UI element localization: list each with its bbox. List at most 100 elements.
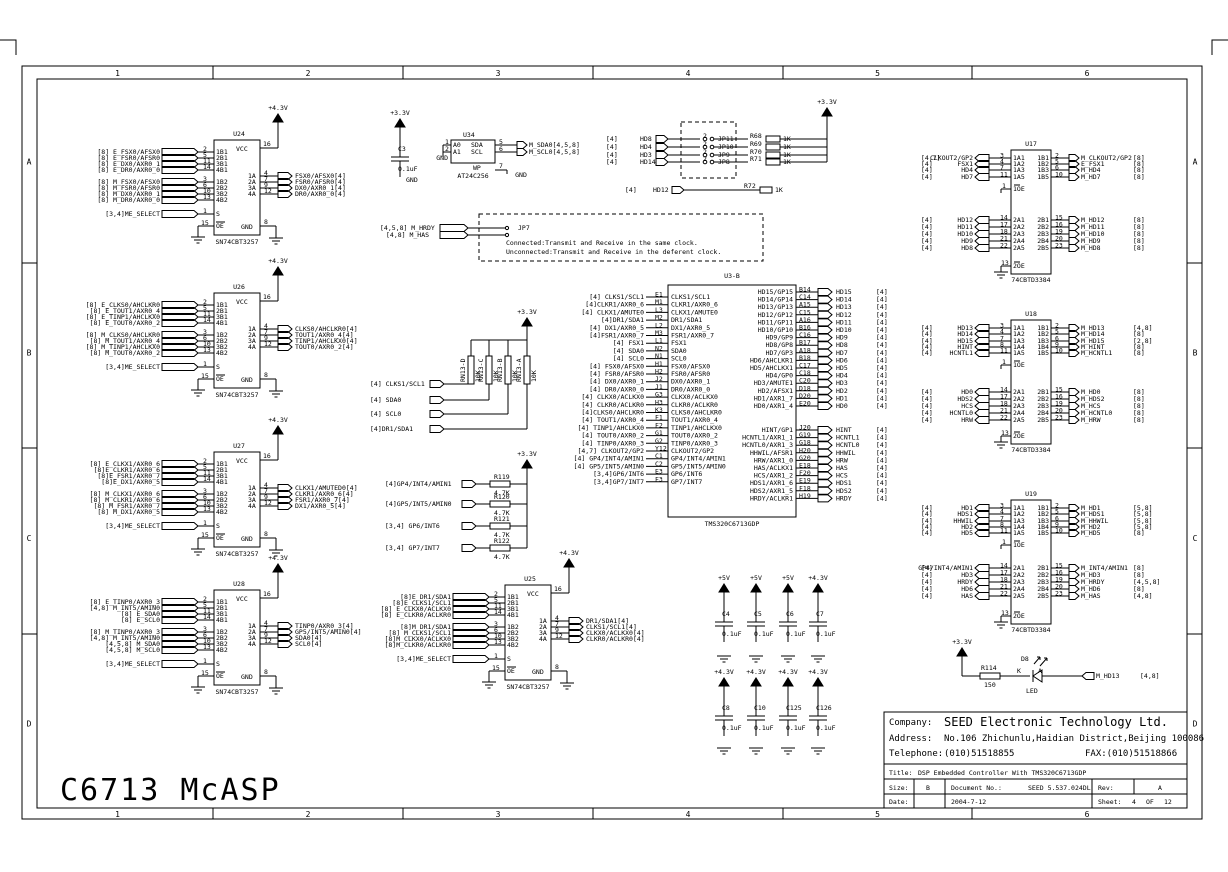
- net-tag: [4]: [921, 337, 933, 345]
- pin-number: 21: [1000, 583, 1008, 591]
- port-flag: [1068, 592, 1080, 600]
- dsp-net: [4] TOUT1/AXR0_4: [581, 416, 644, 424]
- pin-number: 4: [1000, 158, 1004, 166]
- pin-number: 13: [494, 638, 502, 646]
- resistor-body: [979, 672, 1001, 680]
- port-flag: [974, 395, 990, 403]
- ic-u17-part: 74CBTD3384: [1011, 276, 1050, 284]
- pin-number: 3: [1000, 502, 1004, 510]
- port-flag: [1068, 402, 1080, 410]
- net--8-m-clkx1-axr0-6: [8] M_CLKX1/AXR0_6: [90, 490, 161, 498]
- pin-name: 2B2: [216, 184, 228, 192]
- pin-number: 6: [1055, 164, 1059, 172]
- dsp-signal: DR1/SDA1: [671, 316, 702, 324]
- pin-number: 9: [264, 181, 268, 189]
- pin-name: 2A3: [1013, 230, 1025, 238]
- ic-u18-body: [1010, 319, 1052, 445]
- port-flag: [817, 426, 833, 434]
- port-flag: [817, 295, 833, 304]
- port-flag: [1081, 672, 1095, 680]
- net-tag: [4]: [921, 223, 933, 231]
- pin-name: 2A4: [1013, 585, 1025, 593]
- port-flag: [161, 349, 199, 357]
- net--8-e-tout1-axr0-4: [8] E_TOUT1/AXR0_4: [90, 307, 161, 315]
- rgp-net: [3,4] GP7/INT7: [385, 544, 440, 552]
- pin-number: 3: [203, 487, 207, 495]
- buf-in-net: FSX1: [957, 160, 973, 168]
- pin-name: 2A1: [1013, 388, 1025, 396]
- pin-name: 1B2: [1037, 160, 1049, 168]
- pin-number: 5: [494, 596, 498, 604]
- dsp-net: [4] FSX0/AFSX0: [589, 362, 644, 370]
- pin-number: 3: [494, 620, 498, 628]
- ic-u24-power-label: +4.3V: [268, 104, 288, 112]
- pin-name: 1OE: [1013, 361, 1025, 369]
- pin-name: 1A2: [1013, 510, 1025, 518]
- pin-number: 14: [1000, 214, 1008, 222]
- dsp-net: HINT: [836, 426, 852, 434]
- pin-name: 2A: [248, 490, 256, 498]
- net-clks0-ahclkr0-4-: CLKS0/AHCLKR0[4]: [295, 325, 358, 333]
- port-flag: [277, 190, 293, 198]
- resistor-body: [489, 522, 511, 530]
- dsp-signal: HDS1/AXR1_6: [750, 479, 793, 487]
- frame-col-1: 1: [115, 69, 120, 78]
- me-select-net: [3,4]ME_SELECT: [105, 210, 160, 218]
- ic-u27-power-arrow-icon: [272, 425, 284, 435]
- pin-name: 2B4: [1037, 237, 1049, 245]
- docno-value: SEED 5.537.024DL: [1028, 784, 1091, 792]
- ground-icon: [269, 390, 283, 398]
- pin-name: 2B4: [1037, 585, 1049, 593]
- net-tag: [4]: [876, 449, 888, 457]
- buf-in-net: HD15: [957, 337, 973, 345]
- dsp-ball: G19: [799, 431, 811, 439]
- net-tag: [4]: [876, 303, 888, 311]
- port-flag: [974, 166, 990, 174]
- dsp-signal: HD1/AXR1_7: [754, 394, 793, 402]
- dsp-net: HD8: [836, 341, 848, 349]
- dsp-signal: HD9/GP9: [766, 334, 793, 342]
- pin-number: 16: [263, 590, 271, 598]
- pin-name: 2B1: [216, 604, 228, 612]
- pin-name: 4B2: [507, 641, 519, 649]
- ic-u25-part: SN74CBT3257: [506, 683, 549, 691]
- port-flag: [1068, 388, 1080, 396]
- ic-u24-ref: U24: [233, 130, 245, 138]
- pin-name: S: [216, 210, 220, 218]
- net--8-e-fsr1-axr0-7: [8]E_FSR1/AXR0_7: [97, 472, 160, 480]
- dsp-ball: J1: [655, 383, 663, 391]
- pin-number: 16: [263, 140, 271, 148]
- net-tag: [4]: [606, 143, 618, 151]
- pin-name: 1A2: [1013, 330, 1025, 338]
- pin-number: 6: [1055, 515, 1059, 523]
- frame-row-C: C: [27, 534, 32, 543]
- port-flag: [1068, 349, 1080, 357]
- port-flag: [817, 441, 833, 450]
- ic-u28-ref: U28: [233, 580, 245, 588]
- resistor-value: 4.7K: [494, 531, 510, 539]
- dsp-ball: G18: [799, 439, 811, 447]
- dsp-ball: A15: [799, 301, 811, 309]
- net-tag: [4]: [921, 330, 933, 338]
- resistor-ref: R70: [750, 148, 762, 156]
- dsp-signal: HINT/GP1: [762, 426, 793, 434]
- gnd-label: GND: [406, 176, 418, 184]
- resistor-ref: R114: [981, 664, 997, 672]
- jumper-pin-number: 2: [703, 132, 707, 140]
- net-clkx0-aclkx0-4-: CLKX0/ACLKX0[4]: [586, 629, 645, 637]
- buf-out-net: M_HD13: [1081, 324, 1105, 332]
- dsp-net: [4] CLKR0/ACLKR0: [581, 401, 644, 409]
- net-tag: [4]: [921, 388, 933, 396]
- port-flag: [161, 522, 199, 530]
- net-tag: [4]: [606, 158, 618, 166]
- net-tag: [8]: [1133, 585, 1145, 593]
- ic-u26-power-arrow-icon: [272, 266, 284, 276]
- dsp-signal: HD7/GP3: [766, 349, 793, 357]
- pin-name: 2B2: [216, 634, 228, 642]
- frame-col-bottom-5: 5: [875, 810, 880, 819]
- pin-number: 9: [264, 631, 268, 639]
- resistor-ref: R68: [750, 132, 762, 140]
- net--8-m-clkr1-axr0-6: [8] M_CLKR1/AXR0_6: [90, 496, 161, 504]
- resistor-ref: R72: [744, 182, 756, 190]
